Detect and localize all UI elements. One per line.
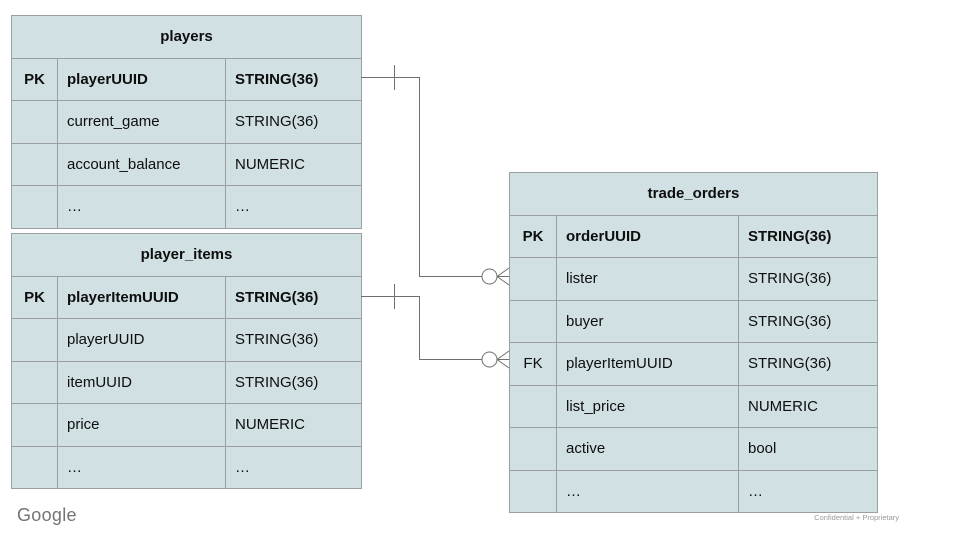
table-row: price NUMERIC xyxy=(11,403,363,447)
table-row: itemUUID STRING(36) xyxy=(11,360,363,404)
table-row: PK playerItemUUID STRING(36) xyxy=(11,275,363,319)
table-header-row: trade_orders xyxy=(509,172,878,216)
row-field: lister xyxy=(556,257,739,301)
row-type: STRING(36) xyxy=(738,342,878,386)
row-key xyxy=(11,403,58,447)
row-key: PK xyxy=(11,57,58,101)
row-type: STRING(36) xyxy=(738,257,878,301)
row-type: NUMERIC xyxy=(224,403,363,447)
row-type: STRING(36) xyxy=(738,214,878,258)
er-table-player-items: player_items PK playerItemUUID STRING(36… xyxy=(10,233,363,489)
row-field: orderUUID xyxy=(556,214,739,258)
table-row: buyer STRING(36) xyxy=(509,299,878,343)
row-field: … xyxy=(556,469,739,513)
table-row: lister STRING(36) xyxy=(509,257,878,301)
table-row: active bool xyxy=(509,427,878,471)
row-key xyxy=(11,445,58,489)
er-table-players: players PK playerUUID STRING(36) current… xyxy=(10,15,363,229)
row-field: … xyxy=(57,185,226,229)
row-field: playerItemUUID xyxy=(556,342,739,386)
row-field: playerUUID xyxy=(57,57,226,101)
cardinality-many-crowfoot xyxy=(496,350,510,369)
table-row: … … xyxy=(11,445,363,489)
connector-line xyxy=(361,77,482,277)
row-field: playerUUID xyxy=(57,318,226,362)
table-row: … … xyxy=(509,469,878,513)
row-type: … xyxy=(738,469,878,513)
row-type: NUMERIC xyxy=(224,142,363,186)
row-field: active xyxy=(556,427,739,471)
confidential-note: Confidential + Proprietary xyxy=(814,513,899,522)
table-row: PK orderUUID STRING(36) xyxy=(509,214,878,258)
table-row: playerUUID STRING(36) xyxy=(11,318,363,362)
table-title-player-items: player_items xyxy=(10,233,363,277)
row-field: playerItemUUID xyxy=(57,275,226,319)
row-key xyxy=(509,384,557,428)
table-title-players: players xyxy=(10,15,363,59)
row-key xyxy=(11,318,58,362)
row-key xyxy=(509,469,557,513)
row-field: current_game xyxy=(57,100,226,144)
table-row: … … xyxy=(11,185,363,229)
table-row: account_balance NUMERIC xyxy=(11,142,363,186)
row-key xyxy=(11,185,58,229)
row-type: STRING(36) xyxy=(224,275,363,319)
row-key xyxy=(11,100,58,144)
row-type: bool xyxy=(738,427,878,471)
row-key: PK xyxy=(11,275,58,319)
connector-line xyxy=(361,296,482,360)
row-key: FK xyxy=(509,342,557,386)
table-row-fk: FK playerItemUUID STRING(36) xyxy=(509,342,878,386)
connector-players-to-trade-orders xyxy=(361,65,510,286)
row-type: … xyxy=(224,445,363,489)
row-type: NUMERIC xyxy=(738,384,878,428)
row-field: … xyxy=(57,445,226,489)
row-field: account_balance xyxy=(57,142,226,186)
table-row: PK playerUUID STRING(36) xyxy=(11,57,363,101)
row-type: STRING(36) xyxy=(224,57,363,101)
row-type: STRING(36) xyxy=(224,360,363,404)
row-type: STRING(36) xyxy=(224,100,363,144)
row-key xyxy=(509,299,557,343)
google-logo: Google xyxy=(17,505,77,525)
table-header-row: player_items xyxy=(10,233,363,277)
row-type: STRING(36) xyxy=(738,299,878,343)
er-table-trade-orders: trade_orders PK orderUUID STRING(36) lis… xyxy=(509,172,878,513)
row-field: buyer xyxy=(556,299,739,343)
table-row: current_game STRING(36) xyxy=(11,100,363,144)
cardinality-many-crowfoot xyxy=(496,267,510,286)
cardinality-zero-circle xyxy=(481,351,498,368)
row-type: … xyxy=(224,185,363,229)
row-field: itemUUID xyxy=(57,360,226,404)
table-title-trade-orders: trade_orders xyxy=(509,172,878,216)
row-field: price xyxy=(57,403,226,447)
row-key xyxy=(11,360,58,404)
row-key: PK xyxy=(509,214,557,258)
table-row: list_price NUMERIC xyxy=(509,384,878,428)
row-key xyxy=(509,257,557,301)
connector-player-items-to-trade-orders xyxy=(361,284,510,369)
cardinality-zero-circle xyxy=(481,268,498,285)
row-type: STRING(36) xyxy=(224,318,363,362)
row-field: list_price xyxy=(556,384,739,428)
row-key xyxy=(11,142,58,186)
row-key xyxy=(509,427,557,471)
table-header-row: players xyxy=(10,15,363,59)
